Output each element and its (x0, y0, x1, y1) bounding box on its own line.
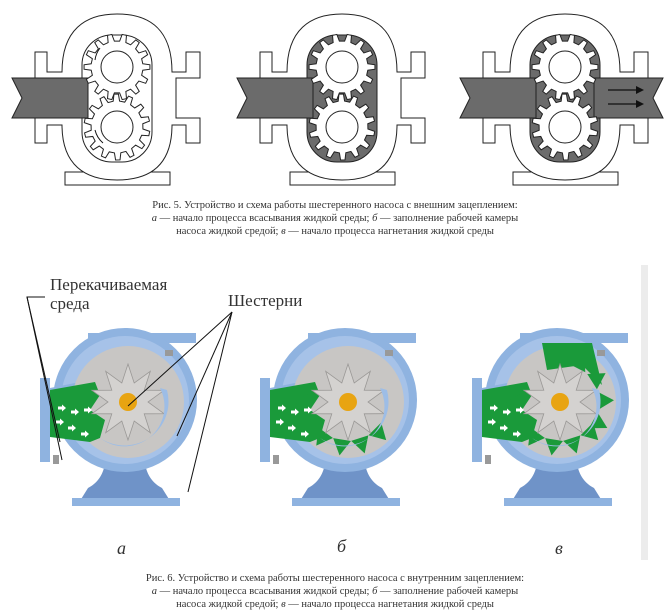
flow-arrow-icon (490, 404, 498, 412)
flow-arrow-icon (500, 424, 508, 432)
gear-hub (325, 50, 359, 84)
internal-gear-pump-a (40, 328, 197, 506)
medium-leader-to-fluid (26, 296, 61, 443)
external-gear-pump-v (459, 13, 664, 186)
fluid-pocket (569, 353, 586, 373)
panel-label-a: а (117, 538, 126, 558)
gear-lower (308, 93, 376, 161)
figure6-diagram (26, 296, 629, 506)
flow-arrow-icon (58, 404, 66, 412)
fluid-pocket (511, 411, 531, 428)
gear-upper (308, 33, 376, 101)
label-gears: Шестерни (228, 291, 303, 310)
figure5-caption-line3: насоса жидкой средой; в — начало процесс… (176, 226, 494, 237)
figure6-caption-line3: насоса жидкой средой; в — начало процесс… (176, 599, 494, 610)
inlet-fluid (236, 77, 314, 119)
shaft (119, 393, 137, 411)
bolt (273, 455, 279, 464)
gear-hub (100, 50, 134, 84)
flow-arrow-icon (516, 406, 524, 414)
arrow-head-icon (636, 86, 644, 94)
bolt (165, 350, 173, 356)
fluid-pocket (351, 435, 369, 454)
flow-arrow-icon (278, 404, 286, 412)
fluid-pocket (299, 411, 319, 428)
fluid-pocket (587, 373, 606, 390)
gear-upper (531, 33, 599, 101)
shaft (551, 393, 569, 411)
fluid-pocket (528, 427, 545, 446)
bolt (385, 350, 393, 356)
flow-arrow-icon (488, 418, 496, 426)
gear-lower (531, 93, 599, 161)
left-flange (260, 378, 270, 462)
inlet-fluid (11, 77, 89, 119)
fluid-pocket (316, 427, 333, 446)
figure5-diagram (11, 13, 664, 186)
flow-arrow-icon (84, 406, 92, 414)
flow-arrow-icon (503, 408, 511, 416)
flow-arrow-icon (304, 406, 312, 414)
figure6-caption: Рис. 6. Устройство и схема работы шестер… (0, 572, 670, 611)
figure5-caption-line2: а — начало процесса всасывания жидкой ср… (151, 213, 519, 224)
flow-arrow-icon (513, 430, 521, 438)
bolt (597, 350, 605, 356)
figure6-caption-line1: Рис. 6. Устройство и схема работы шестер… (145, 573, 525, 584)
flow-arrow-icon (276, 418, 284, 426)
flow-arrow-icon (301, 430, 309, 438)
panel-label-v: в (555, 538, 563, 558)
flow-arrow-icon (288, 424, 296, 432)
gear-hub (548, 110, 582, 144)
gear-lower (83, 93, 151, 161)
outlet-fluid (593, 77, 664, 119)
inlet-fluid (459, 77, 537, 119)
pump-foot (78, 460, 172, 504)
flow-arrow-icon (68, 424, 76, 432)
gears-leader-3 (187, 311, 233, 493)
internal-gear-pump-b (260, 328, 417, 506)
pump-base (72, 498, 180, 506)
fluid-pocket (563, 435, 581, 454)
rotation-arrow (94, 47, 101, 61)
pump-base (292, 498, 400, 506)
flow-arrow-icon (71, 408, 79, 416)
label-pumped-medium: Перекачиваемая среда (50, 275, 168, 313)
figure5-caption: Рис. 5. Устройство и схема работы шестер… (0, 199, 670, 238)
fluid-pocket (333, 438, 351, 456)
fluid-pocket (368, 422, 387, 441)
bolt (53, 455, 59, 464)
flow-arrow-icon (56, 418, 64, 426)
gear-hub (100, 110, 134, 144)
left-flange (472, 378, 482, 462)
pump-foot (298, 460, 392, 504)
left-flange (40, 378, 50, 462)
side-scroll-strip (641, 265, 648, 560)
panel-label-b: б (337, 536, 347, 556)
leader-lines (26, 296, 233, 493)
gears-leader-1 (127, 311, 233, 407)
rotation-arrow (94, 129, 104, 144)
gear-hub (548, 50, 582, 84)
shaft (339, 393, 357, 411)
pump-foot (510, 460, 604, 504)
fluid-pocket (597, 391, 614, 410)
arrow-head-icon (636, 100, 644, 108)
flow-arrow-icon (81, 430, 89, 438)
internal-gear-pump-v (472, 328, 629, 506)
gears-leader-2 (176, 311, 233, 437)
gear-upper (83, 33, 151, 101)
fluid-pocket (545, 438, 563, 456)
bolt (485, 455, 491, 464)
external-gear-pump-b (236, 13, 426, 186)
figure5-caption-line1: Рис. 5. Устройство и схема работы шестер… (152, 200, 518, 211)
gear-hub (325, 110, 359, 144)
figure6-caption-line2: а — начало процесса всасывания жидкой ср… (151, 586, 519, 597)
fluid-pocket (506, 393, 522, 411)
pump-base (504, 498, 612, 506)
flow-arrow-icon (291, 408, 299, 416)
fluid-pocket (294, 393, 310, 411)
external-gear-pump-a (11, 13, 201, 186)
